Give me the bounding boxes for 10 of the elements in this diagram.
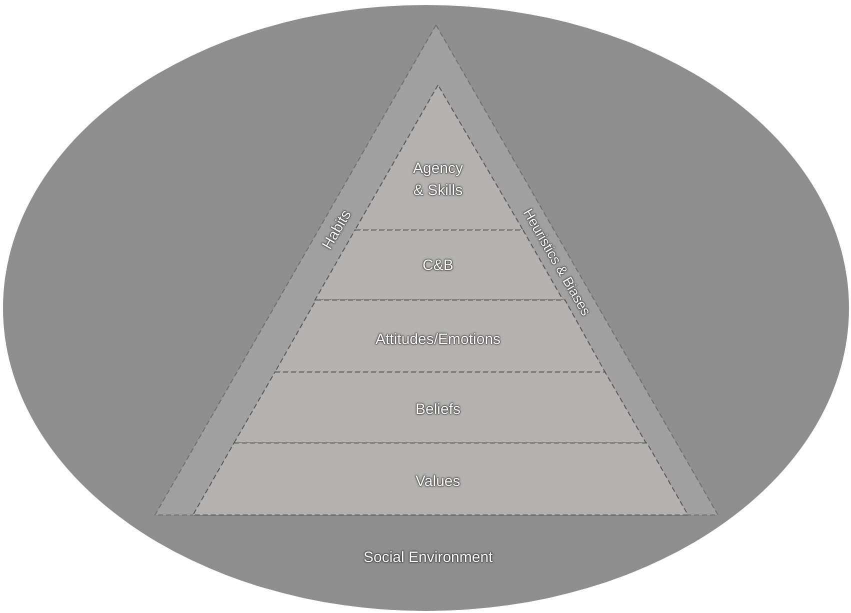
pyramid-frame — [155, 25, 718, 515]
pyramid-layer — [193, 443, 688, 515]
layer-label: Agency & Skills — [412, 159, 464, 201]
layer-label: Values — [416, 473, 460, 491]
layer-label: Attitudes/Emotions — [376, 331, 501, 349]
layer-label: C&B — [422, 257, 454, 275]
region-label: Social Environment — [364, 549, 493, 567]
layer-label: Beliefs — [416, 401, 461, 419]
ellipse-region — [3, 5, 849, 611]
pyramid-layer — [355, 85, 523, 230]
